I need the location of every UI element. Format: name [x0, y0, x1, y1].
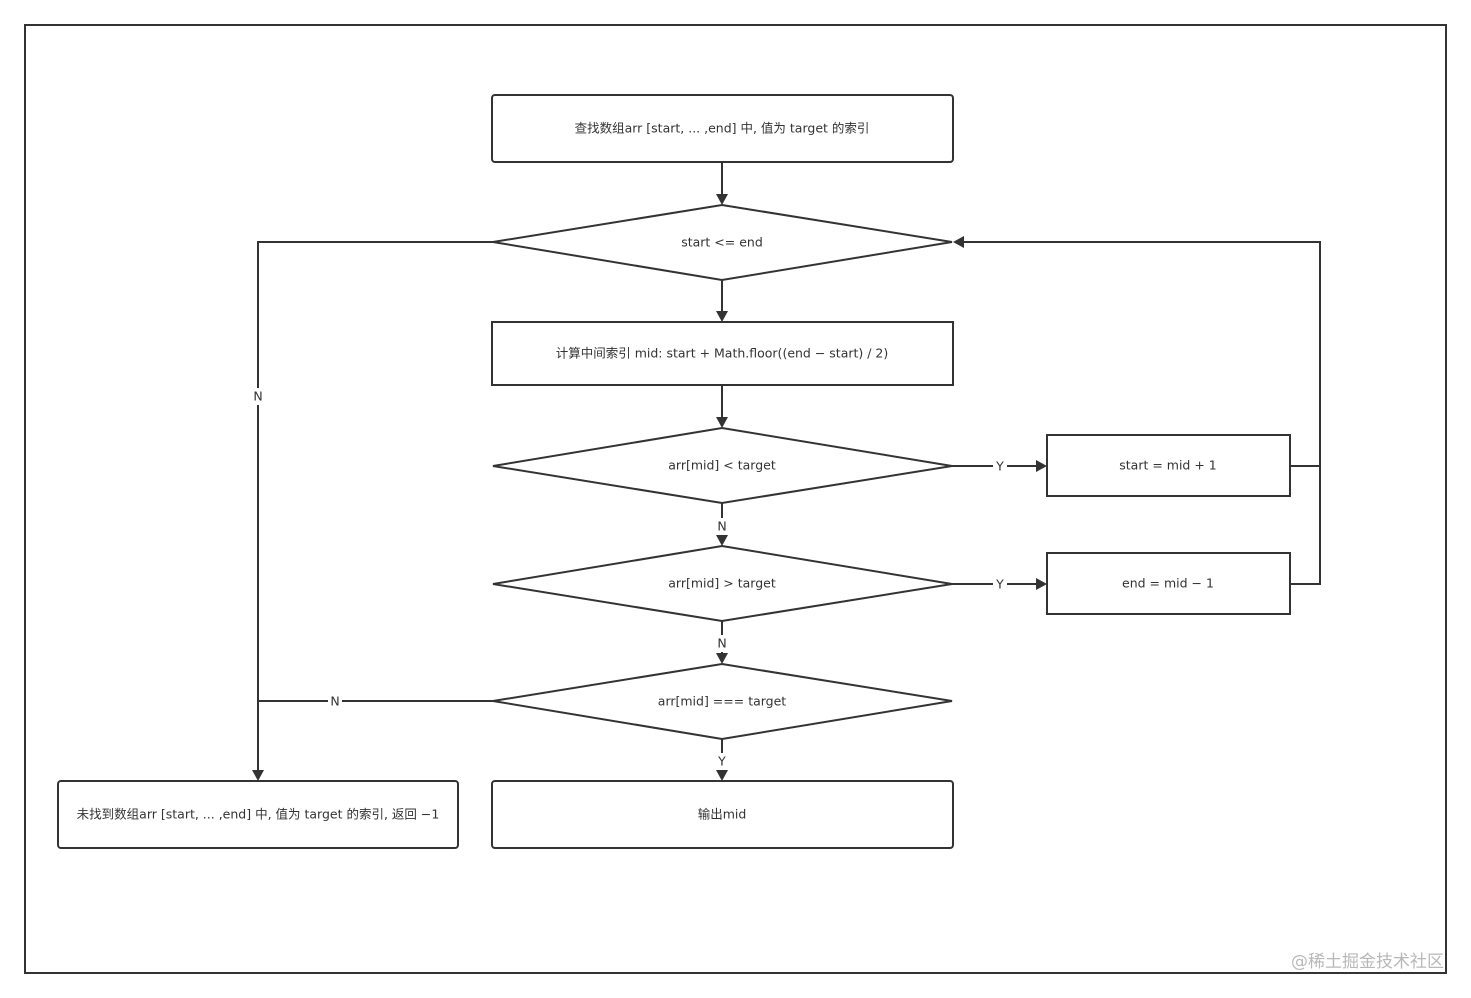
- edge-label-bg: [715, 518, 729, 535]
- edge-label-bg: [715, 753, 729, 770]
- not-found-text: 未找到数组arr [start, ... ,end] 中, 值为 target …: [77, 807, 440, 822]
- edge-label-loop-no: N: [253, 389, 262, 404]
- compute-mid-box: [491, 321, 954, 386]
- diagram-frame: [24, 24, 1447, 974]
- loop-condition-text: start <= end: [681, 235, 763, 250]
- arrowhead: [716, 417, 728, 428]
- equal-check-text: arr[mid] === target: [658, 694, 787, 709]
- move-start-text: start = mid + 1: [1119, 458, 1217, 473]
- move-end-text: end = mid − 1: [1122, 576, 1214, 591]
- arrowhead: [953, 236, 964, 248]
- arrowhead: [252, 770, 264, 781]
- output-box: [491, 780, 954, 849]
- arrowhead: [716, 653, 728, 664]
- compute-mid-text: 计算中间索引 mid: start + Math.floor((end − st…: [556, 346, 889, 361]
- edge-move-end-feedback: [964, 241, 1321, 585]
- start-box-text: 查找数组arr [start, ... ,end] 中, 值为 target 的…: [575, 121, 870, 136]
- edge-label-equal-no: N: [330, 694, 339, 709]
- edge-label-bg: [251, 388, 265, 405]
- edge-label-bg: [328, 693, 342, 710]
- edge-label-bg: [993, 576, 1007, 593]
- edge-label-less-yes: Y: [995, 459, 1004, 474]
- arrowhead: [716, 311, 728, 322]
- edge-label-equal-yes: Y: [717, 754, 726, 769]
- watermark-text: @稀土掘金技术社区: [1291, 952, 1444, 972]
- arrowhead: [1036, 578, 1047, 590]
- less-check-text: arr[mid] < target: [668, 458, 776, 473]
- not-found-box: [57, 780, 459, 849]
- start-box: [491, 94, 954, 163]
- edge-label-greater-no: N: [717, 636, 726, 651]
- move-start-box: [1046, 434, 1291, 497]
- arrowhead: [716, 535, 728, 546]
- arrowhead: [716, 194, 728, 205]
- greater-check-text: arr[mid] > target: [668, 576, 776, 591]
- output-text: 输出mid: [698, 807, 747, 822]
- edge-label-greater-yes: Y: [995, 577, 1004, 592]
- less-check-diamond: [492, 426, 953, 505]
- equal-check-diamond: [492, 662, 953, 741]
- move-end-box: [1046, 552, 1291, 615]
- edge-condition-no-to-not-found: [257, 241, 493, 770]
- arrowhead: [1036, 460, 1047, 472]
- arrowhead: [716, 770, 728, 781]
- loop-condition-diamond: [492, 203, 953, 282]
- edge-label-bg: [715, 635, 729, 652]
- edge-label-less-no: N: [717, 519, 726, 534]
- greater-check-diamond: [492, 544, 953, 623]
- edge-label-bg: [993, 458, 1007, 475]
